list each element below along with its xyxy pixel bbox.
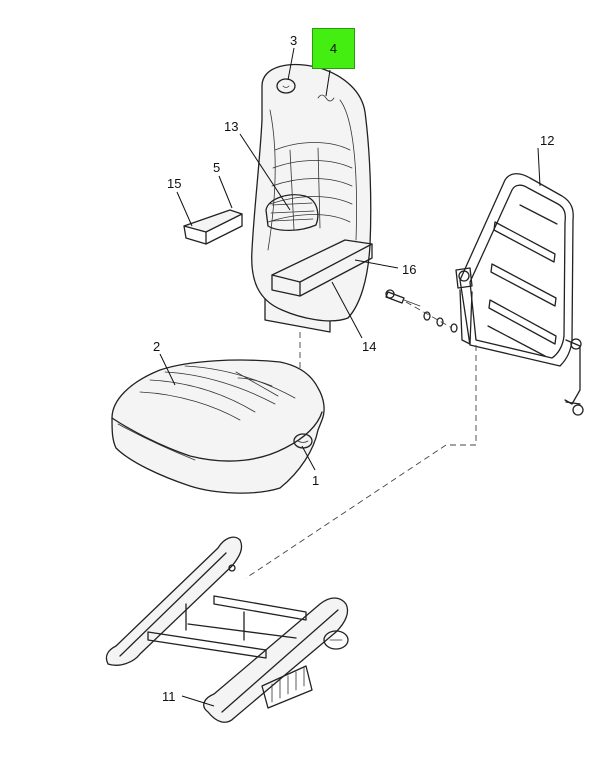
callout-4-highlight[interactable]: 4 <box>312 28 355 69</box>
callout-5[interactable]: 5 <box>213 160 221 175</box>
callout-13[interactable]: 13 <box>224 119 239 134</box>
frame-pivot-knob <box>458 270 470 282</box>
callout-11[interactable]: 11 <box>162 689 176 704</box>
adjustment-buttons <box>261 665 313 709</box>
callout-12[interactable]: 12 <box>540 133 555 148</box>
callout-16[interactable]: 16 <box>402 262 417 277</box>
seat-back-cushion <box>251 64 372 322</box>
callout-4-label: 4 <box>329 41 338 56</box>
frame-slat <box>490 263 557 307</box>
right-rail <box>203 597 349 723</box>
seat-cushion <box>111 359 325 494</box>
left-rail <box>105 536 243 666</box>
washer <box>423 311 431 321</box>
left-armrest <box>183 209 243 233</box>
nut <box>450 323 458 333</box>
frame-slat <box>493 221 556 263</box>
leader-lines <box>159 47 541 707</box>
frame-slat <box>488 299 557 345</box>
headrest-plug <box>276 78 296 94</box>
callout-2[interactable]: 2 <box>153 339 161 354</box>
washer <box>436 317 444 327</box>
callout-3[interactable]: 3 <box>290 33 298 48</box>
seat-base <box>105 536 349 723</box>
callout-14[interactable]: 14 <box>362 339 377 354</box>
adjustment-knob <box>323 630 349 650</box>
mounting-hardware <box>385 289 458 333</box>
callout-1[interactable]: 1 <box>312 473 320 488</box>
seat-back <box>183 64 373 333</box>
assembly-line <box>245 345 477 579</box>
callout-15[interactable]: 15 <box>167 176 182 191</box>
seat-back-frame <box>455 173 584 416</box>
